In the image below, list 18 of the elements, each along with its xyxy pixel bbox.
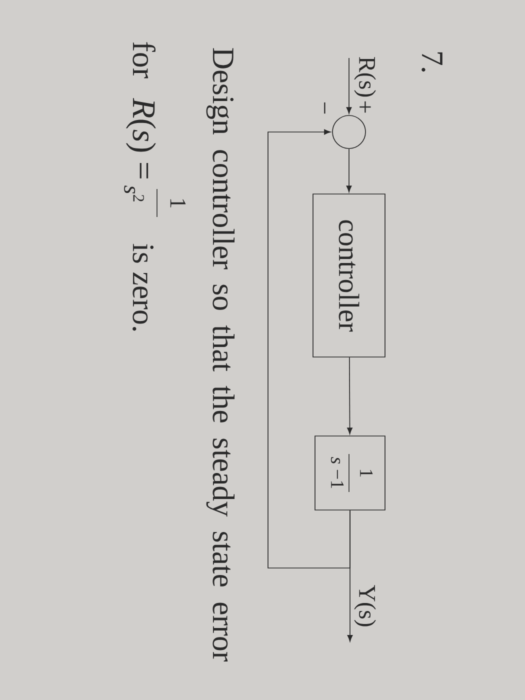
problem-text: Design controller so that the steady state error (206, 48, 235, 662)
fraction-denominator: s$^{2}$ (124, 186, 144, 202)
arrow (346, 148, 352, 192)
feedback-arrow (268, 129, 350, 568)
fraction-numerator: 1 (170, 199, 186, 208)
formula-text: R(s) = (126, 98, 156, 178)
edge-label: R(s) (354, 57, 376, 97)
minus-sign: − (324, 102, 326, 114)
block-box: 1 s −1 (314, 436, 386, 510)
problem-text: for (132, 42, 156, 78)
plus-sign: + (360, 101, 371, 113)
problem-text: is zero. (132, 244, 154, 331)
summing-junction (332, 115, 366, 149)
question-number: 7. (422, 52, 442, 72)
arrow (346, 58, 352, 114)
arrow (347, 357, 352, 434)
block-box: controller (312, 194, 386, 358)
edge-label: Y(s) (354, 584, 376, 626)
